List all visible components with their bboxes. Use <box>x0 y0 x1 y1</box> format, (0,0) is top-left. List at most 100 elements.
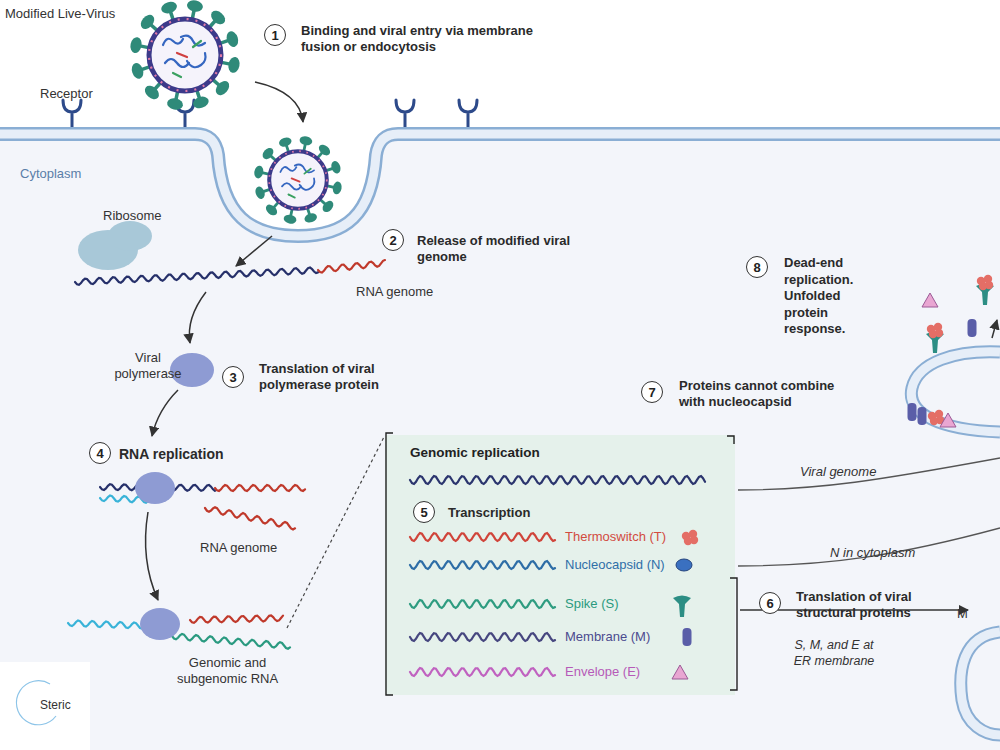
line-label: N in cytoplasm <box>830 545 915 561</box>
step-callout: 7Proteins cannot combine with nucleocaps… <box>641 381 663 403</box>
receptor-symbol <box>396 100 414 128</box>
region-label: Cytoplasm <box>20 166 81 182</box>
panel-heading: Genomic replication <box>410 445 540 461</box>
er-membrane <box>911 352 1000 432</box>
step-callout: 3Translation of viral polymerase protein <box>222 366 244 388</box>
gene-label: Nucleocapsid (N) <box>565 557 665 573</box>
spike-symbol <box>138 12 157 31</box>
rna-strand <box>318 260 385 272</box>
spike-symbol <box>283 214 297 225</box>
step-callout: 6Translation of viral structural protein… <box>759 592 781 614</box>
spike-symbol <box>330 160 342 175</box>
viral-rna <box>163 39 183 45</box>
cell-membrane <box>0 134 1000 236</box>
thermoswitch-symbol <box>689 530 697 538</box>
process-arrow <box>992 320 997 338</box>
thermoswitch-symbol <box>682 532 690 540</box>
rna-strand <box>410 533 555 541</box>
spike-symbol <box>303 212 318 224</box>
spike-symbol <box>317 142 332 157</box>
viral-rna <box>282 183 301 189</box>
viral-rna <box>177 53 187 57</box>
line-label: S, M, and E at ER membrane <box>788 637 880 669</box>
step-description: Translation of viral structural proteins <box>796 589 946 621</box>
transport-line <box>738 458 1000 566</box>
gene-label: Spike (S) <box>565 596 618 612</box>
process-arrow <box>189 292 206 343</box>
step-callout: 8Dead-end replication. Unfolded protein … <box>746 256 768 278</box>
spike-symbol <box>192 95 211 111</box>
spike-symbol <box>299 135 313 146</box>
viral-rna <box>304 169 310 174</box>
process-arrow <box>146 512 158 600</box>
spike-symbol <box>320 199 335 214</box>
spike-symbol <box>264 202 279 217</box>
polymerase-symbol <box>135 472 175 504</box>
viral-rna <box>300 178 315 189</box>
rna-strand <box>68 260 385 649</box>
spike-symbol <box>129 36 143 54</box>
process-arrow <box>152 390 178 436</box>
bracket <box>727 436 734 444</box>
protein-symbol <box>672 530 698 679</box>
process-arrow <box>236 236 272 266</box>
watermark-panel <box>0 662 90 750</box>
bracket <box>386 433 393 695</box>
polymerase-symbol <box>140 608 180 640</box>
viral-rna <box>165 59 189 67</box>
process-arrow <box>146 82 997 610</box>
membrane-protein-symbol <box>968 319 977 337</box>
viral-rna <box>280 167 296 172</box>
protein-symbol <box>908 275 995 427</box>
step-callout: 4RNA replication <box>89 442 111 464</box>
rna-strand <box>410 476 705 484</box>
spike-symbol <box>160 0 179 15</box>
line-label: Viral genome <box>800 464 876 480</box>
transport-line <box>738 528 1000 566</box>
spike-symbol <box>278 136 293 148</box>
viral-rna <box>173 73 181 77</box>
step-callout: 1Binding and viral entry via membrane fu… <box>264 24 286 46</box>
rna-strand <box>190 615 283 622</box>
step-description: Proteins cannot combine with nucleocapsi… <box>679 378 854 410</box>
bracket <box>386 433 737 695</box>
callout-number: 4 <box>90 443 110 463</box>
gene-label: Thermoswitch (T) <box>565 529 666 545</box>
transport-line <box>738 458 1000 490</box>
viral-rna <box>193 41 201 47</box>
spike-symbol <box>260 146 275 161</box>
thermoswitch-symbol <box>930 417 938 425</box>
ribosome-symbol <box>78 221 152 270</box>
viral-rna <box>288 194 294 197</box>
membrane-protein-symbol <box>918 407 927 425</box>
callout-number: 7 <box>642 382 662 402</box>
rna-strand <box>410 668 555 676</box>
nucleocapsid-symbol <box>676 559 692 571</box>
rna-strand <box>410 600 555 608</box>
gene-label: Membrane (M) <box>565 629 650 645</box>
virus-particle <box>253 135 343 225</box>
callout-number: 3 <box>223 367 243 387</box>
thermoswitch-symbol <box>684 537 692 545</box>
envelope-symbol <box>922 293 938 307</box>
thermoswitch-symbol <box>690 536 698 544</box>
step-description: Dead-end replication. Unfolded protein r… <box>784 255 866 338</box>
callout-number: 1 <box>265 25 285 45</box>
envelope-symbol <box>940 413 956 427</box>
cut-off-label: M <box>957 606 968 622</box>
envelope-symbol <box>672 665 688 679</box>
rna-strand <box>410 633 555 641</box>
receptor-symbol <box>63 100 477 128</box>
thermoswitch-symbol <box>979 282 987 290</box>
rna-strand <box>410 561 555 569</box>
transcription-panel: Genomic replicationThermoswitch (T) Nucle… <box>385 435 735 695</box>
spike-symbol <box>166 97 184 111</box>
receptor-symbol <box>459 100 477 128</box>
spike-symbol <box>130 62 146 81</box>
step-description: Transcription <box>448 505 568 521</box>
transcript-strand <box>410 476 705 676</box>
spike-symbol <box>186 0 204 13</box>
bracket <box>730 578 737 690</box>
